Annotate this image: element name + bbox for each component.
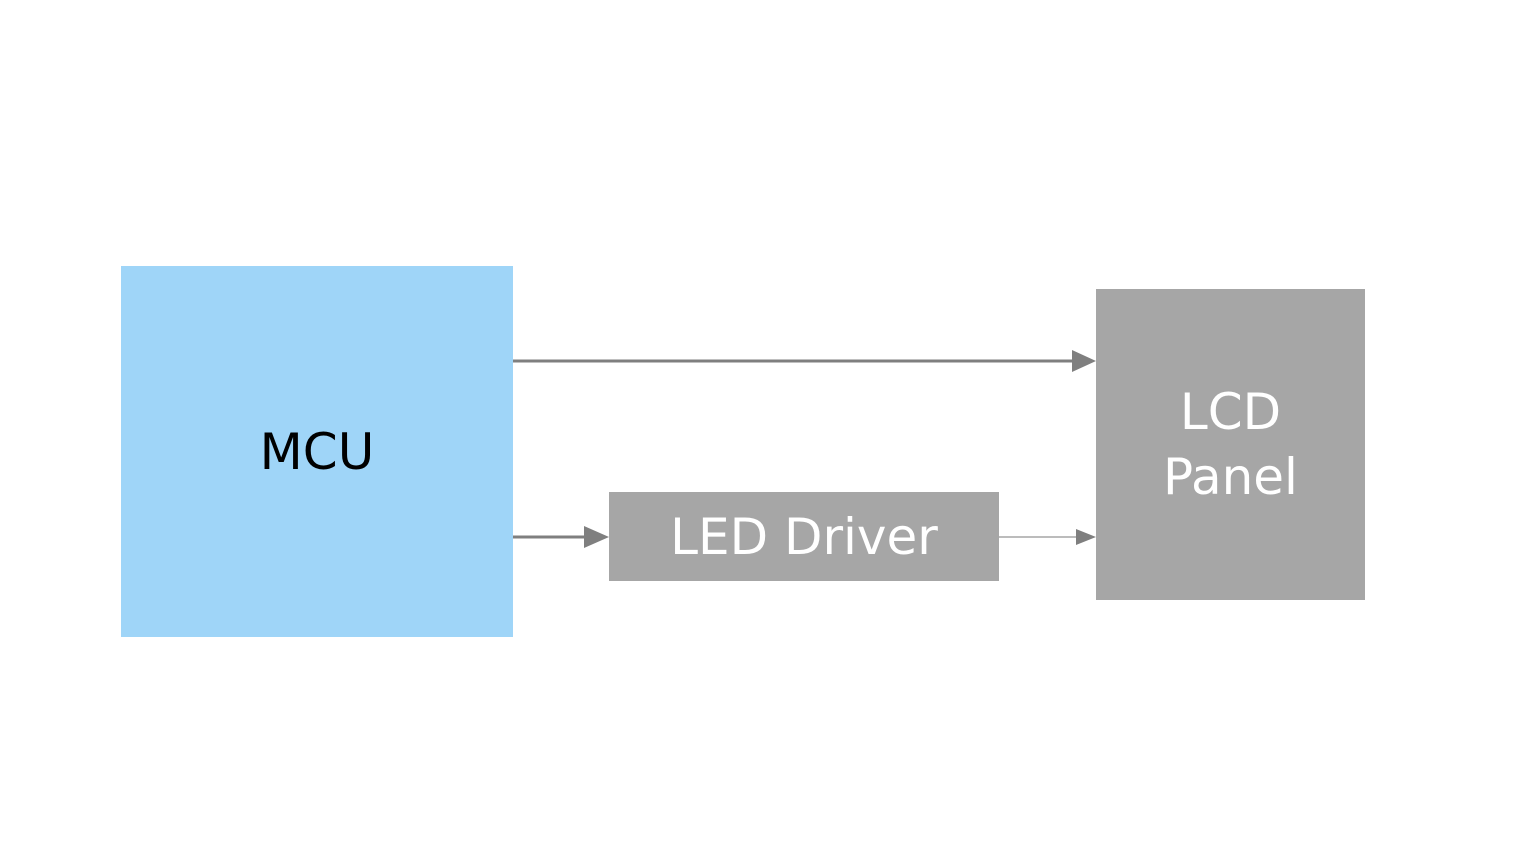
led-driver-label: LED Driver (670, 507, 938, 566)
led-driver-block: LED Driver (609, 492, 999, 581)
lcd-panel-block: LCD Panel (1096, 289, 1365, 600)
arrow-led-driver-to-lcd (999, 529, 1096, 545)
lcd-panel-label-line1: LCD (1179, 382, 1282, 441)
lcd-panel-label: LCD Panel (1163, 380, 1298, 510)
mcu-label: MCU (259, 422, 375, 481)
arrow-mcu-to-lcd (511, 350, 1096, 372)
lcd-panel-label-line2: Panel (1163, 447, 1298, 506)
arrow-mcu-to-led-driver (511, 526, 609, 548)
mcu-block: MCU (121, 266, 513, 637)
